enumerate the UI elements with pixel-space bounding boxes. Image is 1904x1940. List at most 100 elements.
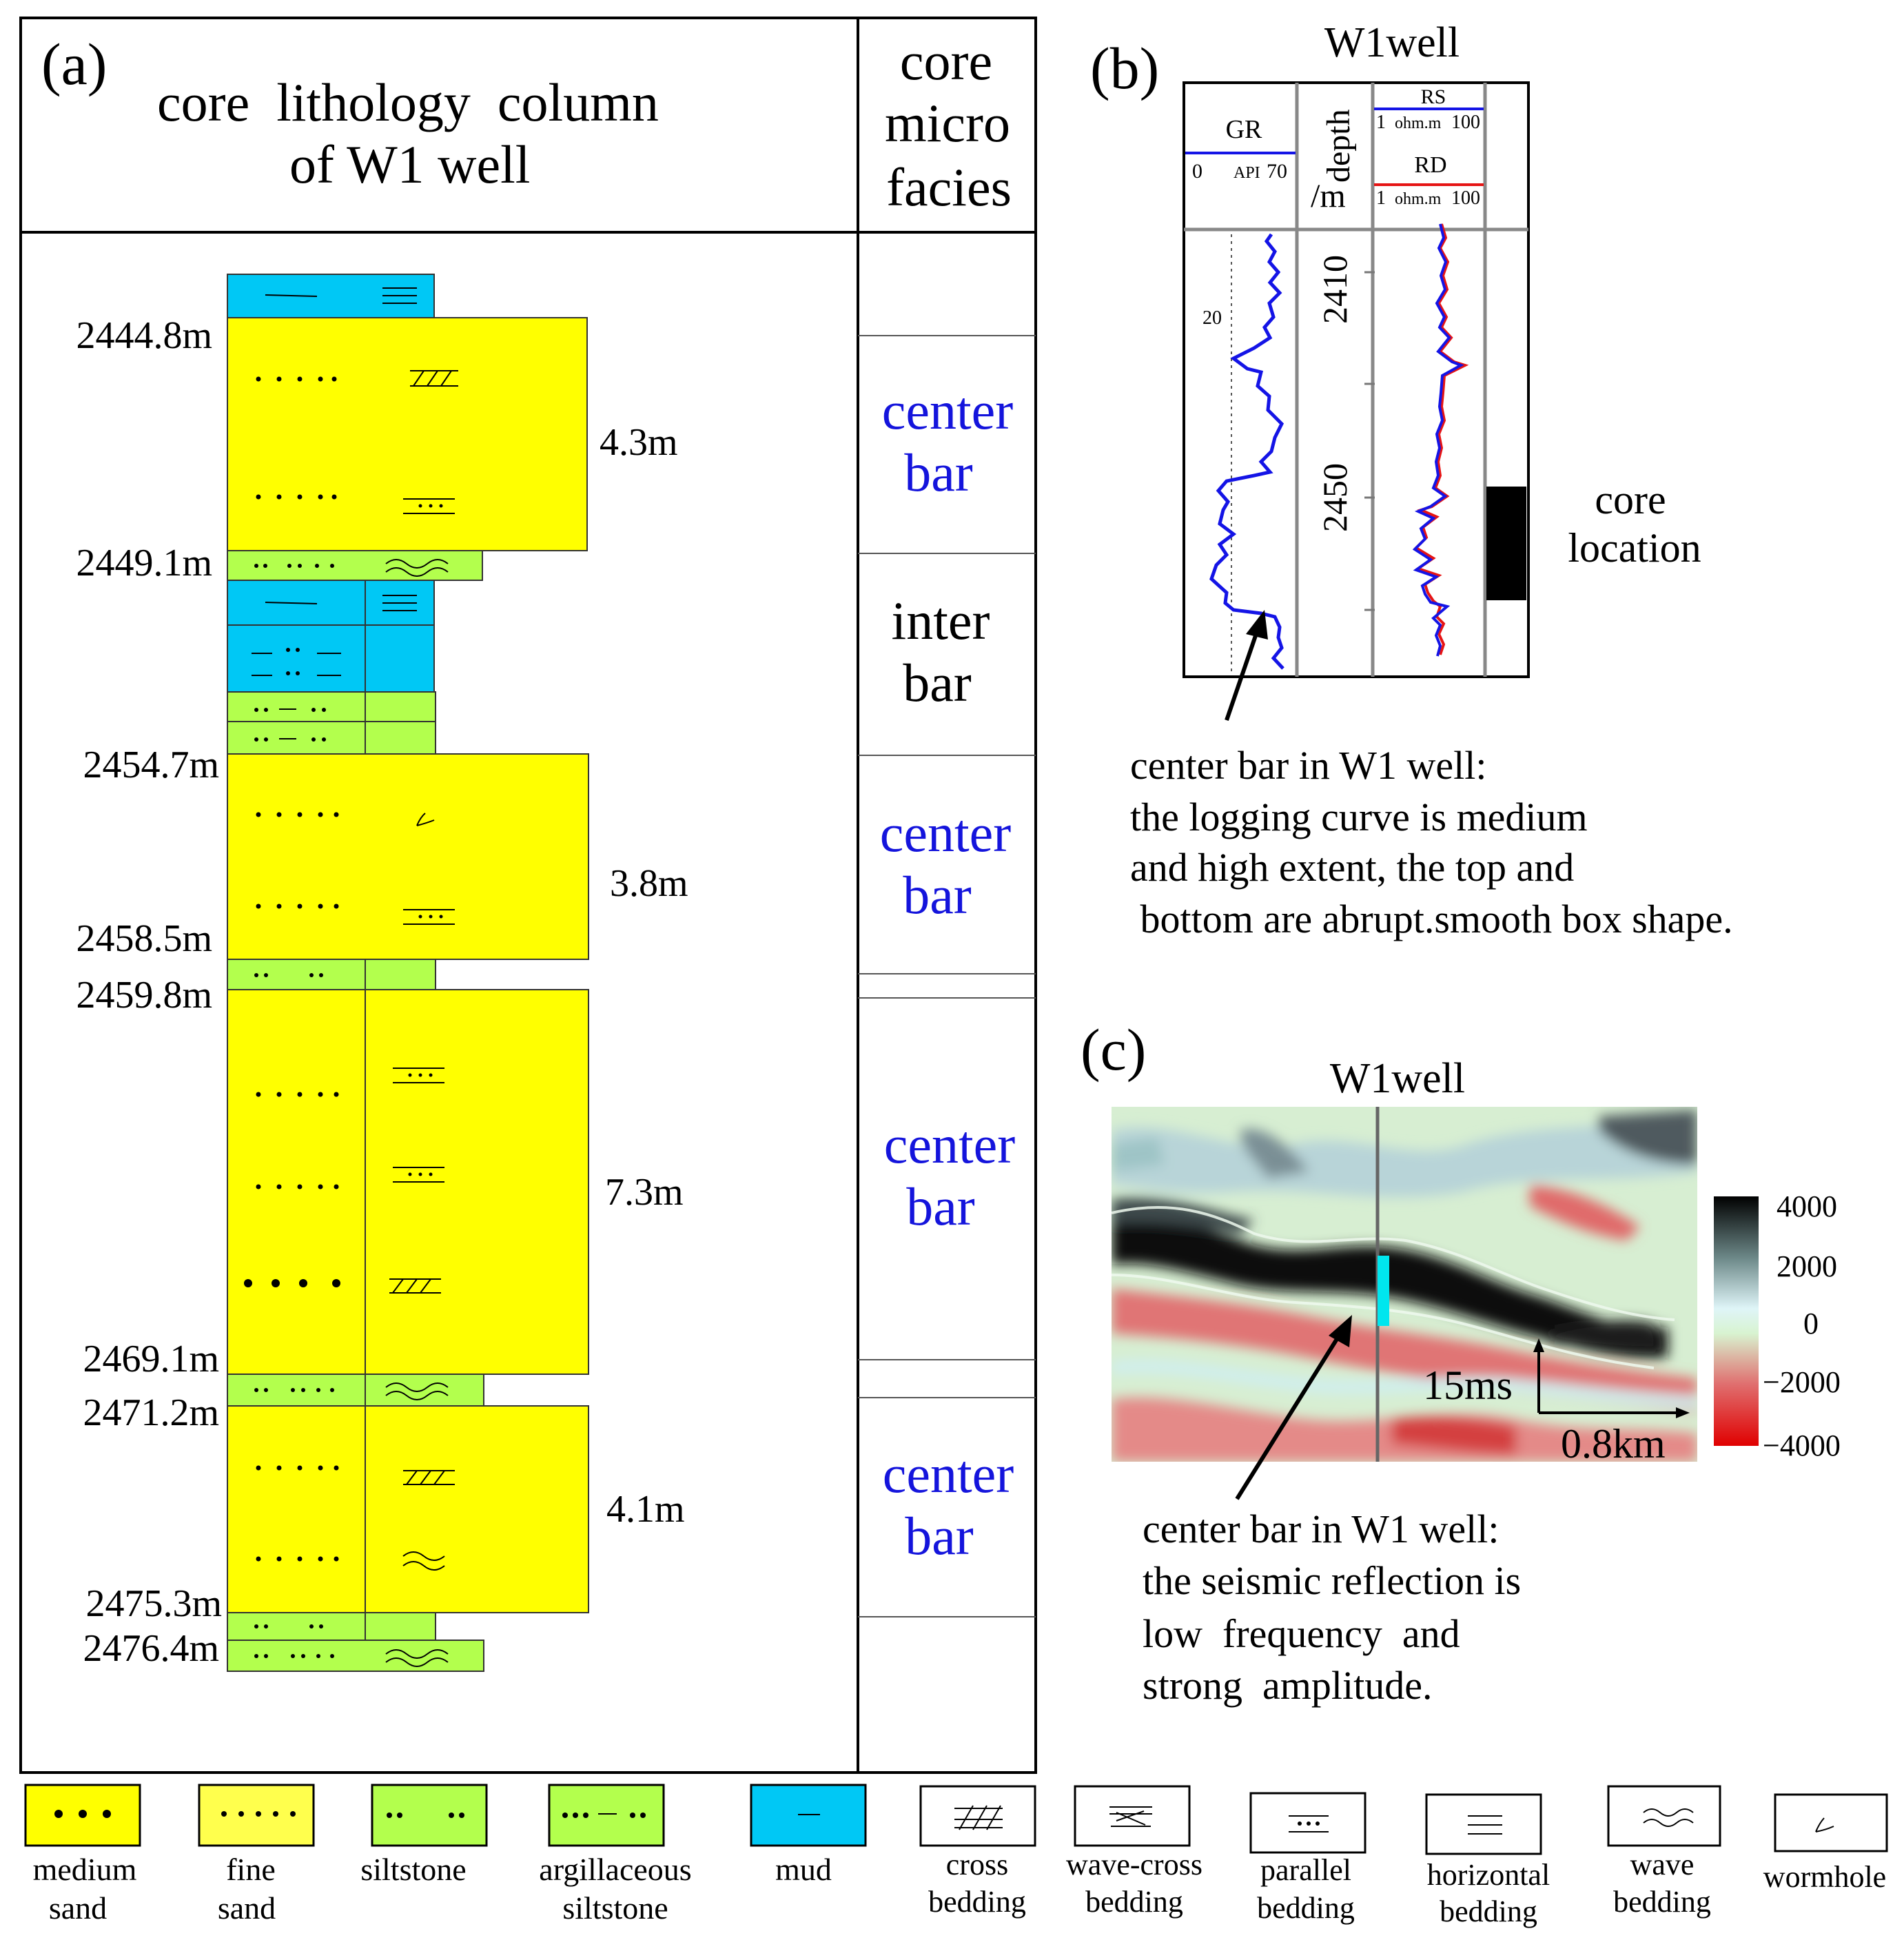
thickness-label: 4.3m	[600, 421, 678, 464]
depth-tick-label: 2450	[1316, 463, 1354, 532]
svg-text:the logging curve is medium: the logging curve is medium	[1130, 795, 1588, 839]
gr-unit: API	[1233, 164, 1260, 182]
gr-min: 0	[1192, 160, 1202, 183]
argillaceous-siltstone-layer	[227, 550, 483, 581]
svg-text:wave: wave	[1630, 1848, 1695, 1881]
facies-header-line1: core	[900, 31, 992, 91]
legend-wave-cross-bedding: wave-cross bedding	[1066, 1785, 1202, 1919]
svg-text:bedding: bedding	[1085, 1885, 1183, 1919]
seismic-arrowhead	[1329, 1315, 1352, 1347]
svg-text:siltstone: siltstone	[562, 1890, 668, 1926]
facies-header-line2: micro	[885, 93, 1010, 153]
svg-text:wave-cross: wave-cross	[1066, 1848, 1202, 1881]
core-location-label: core	[1595, 477, 1666, 522]
svg-text:argillaceous: argillaceous	[539, 1852, 691, 1887]
depth-label: 2449.1m	[76, 542, 212, 584]
gr-curve	[1209, 233, 1284, 670]
svg-text:−4000: −4000	[1763, 1429, 1841, 1462]
depth-label: 2476.4m	[83, 1627, 219, 1670]
panel-b-well-title: W1well	[1324, 19, 1460, 66]
gr-tick-label: 20	[1202, 307, 1222, 329]
argillaceous-siltstone-layer	[227, 721, 366, 755]
panel-a-frame	[19, 17, 1037, 1774]
panel-a-tag: (a)	[41, 31, 107, 97]
depth-label: 2471.2m	[83, 1391, 219, 1434]
facies-center-bar-1b: bar	[904, 442, 973, 502]
svg-text:and high extent, the top and: and high extent, the top and	[1130, 845, 1574, 890]
facies-center-bar-3b: bar	[906, 1176, 975, 1236]
log-track-dividers	[1184, 83, 1528, 677]
legend-horizontal-bedding: horizontal bedding	[1425, 1793, 1550, 1928]
facies-inter-bar-a: inter	[892, 591, 990, 651]
depth-labels: 2444.8m 2449.1m 2454.7m 2458.5m 2459.8m …	[76, 314, 222, 1670]
svg-text:parallel: parallel	[1260, 1853, 1351, 1887]
horizontal-bedding-icon	[382, 287, 417, 304]
svg-text:siltstone: siltstone	[360, 1852, 466, 1887]
wave-bedding-icon	[385, 559, 449, 577]
svg-text:2000: 2000	[1777, 1249, 1837, 1283]
panel-c-well-title: W1well	[1330, 1055, 1465, 1102]
gr-track-name: GR	[1226, 115, 1262, 144]
thickness-labels: 4.3m 3.8m 7.3m 4.1m	[600, 421, 688, 1531]
legend-wave-bedding: wave bedding	[1607, 1785, 1721, 1919]
log-frame	[1183, 81, 1530, 678]
svg-text:sand: sand	[218, 1890, 276, 1926]
depth-label: 2475.3m	[85, 1582, 222, 1625]
panel-c-tag: (c)	[1081, 1017, 1146, 1083]
fine-sand-layer	[227, 1405, 366, 1613]
depth-ticks	[1364, 271, 1375, 611]
svg-text:horizontal: horizontal	[1427, 1858, 1550, 1892]
svg-text:cross: cross	[946, 1848, 1008, 1881]
facies-dividers	[858, 335, 1036, 1617]
svg-text:center bar in W1 well:: center bar in W1 well:	[1130, 743, 1487, 788]
scale-time-label: 15ms	[1423, 1362, 1513, 1408]
gr-arrow	[1225, 623, 1262, 721]
thickness-label: 7.3m	[605, 1171, 684, 1214]
legend-fine-sand: fine sand	[198, 1784, 315, 1926]
panel-a-title-line2: of W1 well	[289, 134, 530, 194]
facies-center-bar-4b: bar	[905, 1506, 974, 1566]
legend-medium-sand: medium sand	[24, 1784, 141, 1926]
svg-text:fine: fine	[226, 1852, 276, 1887]
fine-sand-layer	[227, 317, 588, 551]
cross-bedding-icon	[410, 370, 458, 387]
legend-siltstone: siltstone	[360, 1784, 488, 1887]
svg-text:bedding: bedding	[1440, 1895, 1537, 1928]
argillaceous-siltstone-layer	[227, 691, 366, 722]
rd-name: RD	[1414, 152, 1446, 178]
facies-center-bar-4a: center	[883, 1444, 1014, 1504]
mud-layer	[227, 624, 366, 693]
svg-text:bedding: bedding	[928, 1885, 1026, 1919]
rd-curve	[1413, 223, 1469, 655]
legend-mud: mud	[750, 1784, 867, 1887]
svg-text:bedding: bedding	[1613, 1885, 1711, 1919]
svg-text:the seismic reflection is: the seismic reflection is	[1143, 1558, 1521, 1603]
wormhole-icon	[416, 813, 435, 826]
scale-distance-label: 0.8km	[1561, 1421, 1666, 1467]
svg-text:wormhole: wormhole	[1763, 1860, 1886, 1894]
panel-b-note: center bar in W1 well: the logging curve…	[1130, 743, 1733, 941]
core-interval-marker	[1378, 1256, 1389, 1326]
svg-text:strong amplitude.: strong amplitude.	[1143, 1663, 1432, 1708]
depth-label: 2458.5m	[76, 917, 212, 960]
facies-center-bar-2a: center	[880, 803, 1012, 863]
svg-text:bottom are abrupt.smooth box s: bottom are abrupt.smooth box shape.	[1130, 897, 1733, 941]
rs-min: 1	[1376, 112, 1386, 133]
panel-a-title-line1: core lithology column	[157, 72, 659, 132]
rs-max: 100	[1451, 112, 1480, 133]
facies-center-bar-3a: center	[884, 1114, 1016, 1174]
depth-label: 2454.7m	[83, 744, 219, 786]
gr-max: 70	[1267, 160, 1287, 183]
rs-name: RS	[1421, 85, 1446, 108]
depth-track-label: depth	[1320, 109, 1357, 183]
lithology-column	[227, 274, 589, 1672]
svg-text:−2000: −2000	[1763, 1365, 1841, 1399]
facies-header-line3: facies	[886, 157, 1012, 217]
mud-layer	[365, 624, 435, 693]
amplitude-colorbar	[1714, 1196, 1759, 1446]
panel-c: (c) W1well	[1081, 1017, 1841, 1708]
svg-text:medium: medium	[33, 1852, 137, 1887]
core-location-label: location	[1568, 525, 1701, 571]
svg-text:bedding: bedding	[1257, 1891, 1355, 1925]
panel-a: (a) core lithology column of W1 well cor…	[19, 17, 1037, 1774]
